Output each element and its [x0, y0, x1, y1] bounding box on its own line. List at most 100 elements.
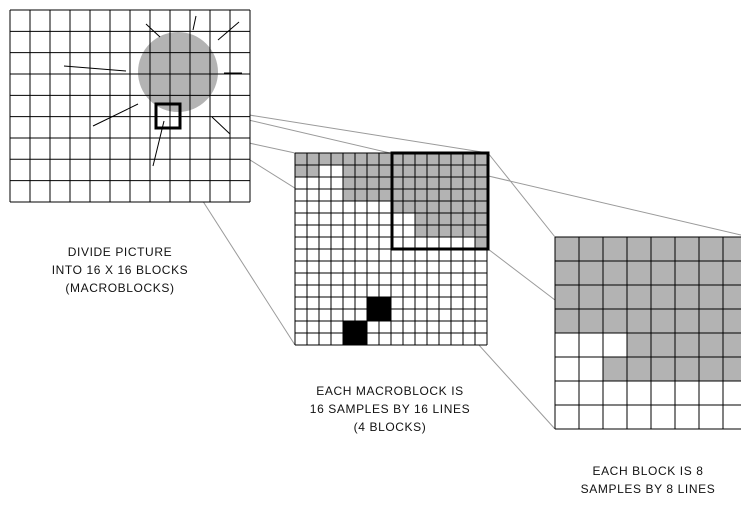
- macroblock-gray-sample: [379, 189, 391, 201]
- connector-line: [487, 152, 556, 238]
- block-gray-sample: [675, 309, 699, 333]
- macroblock-gray-sample: [403, 165, 415, 177]
- block-gray-sample: [651, 285, 675, 309]
- macroblock-gray-sample: [331, 153, 343, 165]
- macroblock-gray-sample: [355, 189, 367, 201]
- macroblock-gray-sample: [427, 177, 439, 189]
- macroblock-gray-sample: [475, 237, 487, 249]
- macroblock-caption-line-3: (4 BLOCKS): [353, 420, 427, 434]
- macroblock-gray-sample: [463, 213, 475, 225]
- macroblock-gray-sample: [367, 153, 379, 165]
- block-gray-sample: [579, 285, 603, 309]
- block-gray-sample: [603, 261, 627, 285]
- block-gray-sample: [651, 357, 675, 381]
- selected-macroblock-highlight: [154, 102, 182, 130]
- macroblock-gray-sample: [475, 201, 487, 213]
- block-gray-sample: [723, 261, 741, 285]
- macroblock-gray-sample: [427, 213, 439, 225]
- block-gray-sample: [699, 309, 723, 333]
- block-caption-line-1: EACH BLOCK IS 8: [592, 464, 704, 478]
- block-gray-sample: [699, 357, 723, 381]
- macroblock-gray-sample: [343, 189, 355, 201]
- block-gray-sample: [627, 309, 651, 333]
- block-caption-line-2: SAMPLES BY 8 LINES: [580, 482, 716, 496]
- macroblock-gray-sample: [415, 189, 427, 201]
- block-gray-sample: [675, 237, 699, 261]
- macroblock-gray-sample: [451, 177, 463, 189]
- macroblock-gray-sample: [307, 153, 319, 165]
- macroblock-gray-sample: [439, 225, 451, 237]
- block-gray-sample: [723, 285, 741, 309]
- picture-object-circle: [138, 32, 218, 112]
- block-gray-sample: [723, 237, 741, 261]
- macroblock-gray-sample: [391, 201, 403, 213]
- macroblock-gray-sample: [451, 225, 463, 237]
- macroblock-gray-sample: [475, 165, 487, 177]
- block-gray-sample: [555, 285, 579, 309]
- macroblock-gray-sample: [403, 201, 415, 213]
- macroblock-gray-sample: [403, 153, 415, 165]
- picture-caption: DIVIDE PICTURE INTO 16 X 16 BLOCKS (MACR…: [20, 243, 220, 297]
- macroblock-gray-sample: [415, 153, 427, 165]
- block-gray-sample: [603, 357, 627, 381]
- macroblock-gray-sample: [439, 201, 451, 213]
- block-gray-sample: [723, 333, 741, 357]
- macroblock-gray-sample: [427, 153, 439, 165]
- macroblock-gray-sample: [379, 153, 391, 165]
- macroblock-gray-sample: [343, 165, 355, 177]
- selected-block-highlight: [390, 151, 490, 251]
- macroblock-gray-sample: [463, 189, 475, 201]
- block-gray-sample: [699, 261, 723, 285]
- macroblock-gray-sample: [403, 189, 415, 201]
- macroblock-gray-sample: [475, 177, 487, 189]
- macroblock-caption: EACH MACROBLOCK IS 16 SAMPLES BY 16 LINE…: [270, 382, 510, 436]
- block-gray-sample: [603, 285, 627, 309]
- macroblock-gray-sample: [307, 165, 319, 177]
- macroblock-gray-sample: [319, 153, 331, 165]
- block-gray-sample: [651, 261, 675, 285]
- macroblock-gray-sample: [427, 225, 439, 237]
- macroblock-gray-sample: [367, 165, 379, 177]
- block-gray-sample: [555, 261, 579, 285]
- macroblock-gray-sample: [451, 201, 463, 213]
- macroblock-gray-sample: [439, 213, 451, 225]
- block-gray-sample: [651, 237, 675, 261]
- block-sample-cells: [555, 237, 741, 381]
- macroblock-gray-sample: [439, 165, 451, 177]
- macroblock-gray-sample: [475, 189, 487, 201]
- macroblock-gray-sample: [355, 177, 367, 189]
- macroblock-gray-sample: [367, 189, 379, 201]
- macroblock-gray-sample: [475, 225, 487, 237]
- macroblock-gray-sample: [391, 165, 403, 177]
- block-gray-sample: [579, 237, 603, 261]
- macroblock-gray-sample: [475, 213, 487, 225]
- macroblock-gray-sample: [355, 165, 367, 177]
- macroblock-gray-sample: [427, 165, 439, 177]
- block-gray-sample: [675, 333, 699, 357]
- macroblock-gray-sample: [463, 165, 475, 177]
- block-gray-sample: [627, 237, 651, 261]
- macroblock-gray-sample: [463, 201, 475, 213]
- macroblock-gray-sample: [343, 153, 355, 165]
- picture-caption-line-1: DIVIDE PICTURE: [67, 245, 173, 259]
- block-grid-panel: [554, 236, 741, 430]
- block-gray-sample: [675, 261, 699, 285]
- block-gray-sample: [627, 285, 651, 309]
- macroblock-gray-sample: [295, 153, 307, 165]
- block-gridlines: [554, 236, 741, 430]
- block-gray-sample: [555, 309, 579, 333]
- macroblock-caption-line-1: EACH MACROBLOCK IS: [316, 384, 464, 398]
- block-gray-sample: [627, 333, 651, 357]
- macroblock-gray-sample: [343, 177, 355, 189]
- macroblock-gray-sample: [451, 213, 463, 225]
- block-gray-sample: [699, 285, 723, 309]
- macroblock-gray-sample: [439, 189, 451, 201]
- macroblock-gray-sample: [391, 153, 403, 165]
- macroblock-gray-sample: [451, 189, 463, 201]
- block-gray-sample: [627, 261, 651, 285]
- block-gray-sample: [651, 309, 675, 333]
- macroblock-gray-sample: [403, 177, 415, 189]
- block-gray-sample: [723, 309, 741, 333]
- macroblock-gray-sample: [439, 153, 451, 165]
